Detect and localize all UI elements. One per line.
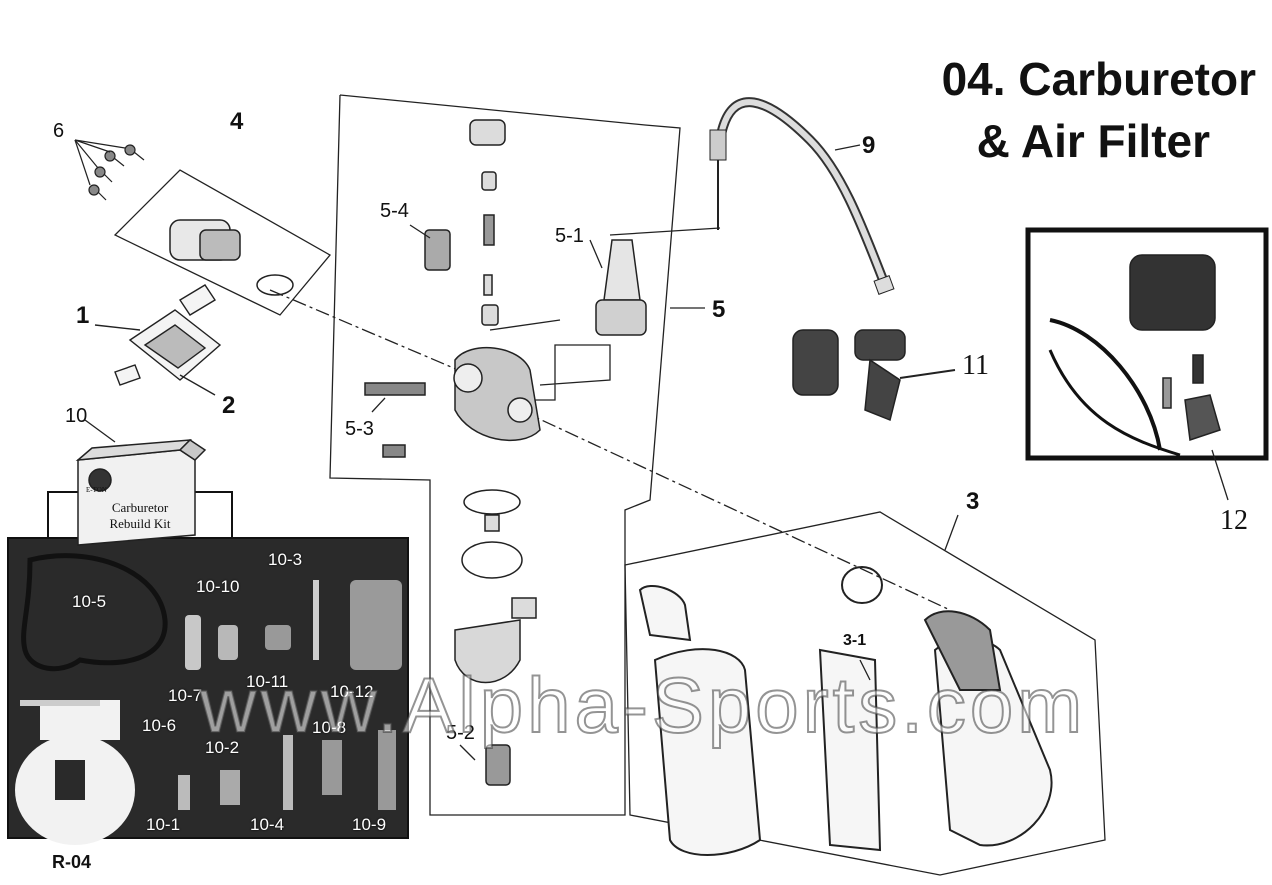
- callout-6: 6: [53, 120, 65, 142]
- section-4-outline: [113, 169, 331, 316]
- kit-label-10-4: 10-4: [250, 815, 285, 834]
- kit-label-10-10: 10-10: [196, 577, 240, 596]
- callout-5-4: 5-4: [380, 200, 409, 222]
- section-3-outline: [624, 511, 1106, 876]
- kit-code: R-04: [52, 852, 92, 872]
- callout-2: 2: [222, 392, 236, 419]
- screws-6: [74, 139, 145, 201]
- kit-label-10-11: 10-11: [246, 672, 289, 691]
- kit-label-10-9: 10-9: [352, 815, 387, 834]
- kit-items: [15, 553, 402, 845]
- callout-5-2: 5-2: [446, 722, 475, 744]
- photo-12-frame: [1025, 227, 1269, 461]
- kit-label-10-3: 10-3: [268, 550, 303, 569]
- callout-11: 11: [962, 350, 989, 381]
- carburetor-parts: [364, 119, 647, 786]
- callout-12: 12: [1220, 505, 1248, 536]
- kit-label-10-1: 10-1: [146, 815, 181, 834]
- section-5-outline: [329, 94, 681, 816]
- diagram-title-line1: 04. Carburetor: [941, 53, 1256, 105]
- kit-label-10-12: 10-12: [330, 682, 374, 701]
- callout-5-1: 5-1: [555, 225, 584, 247]
- callout-9: 9: [862, 132, 876, 159]
- electric-choke-11: [792, 329, 956, 422]
- callout-3-1: 3-1: [843, 632, 867, 649]
- kit-label-10-7: 10-7: [168, 686, 203, 705]
- air-filter-3: [638, 566, 1053, 856]
- callout-4: 4: [230, 108, 244, 135]
- callout-5-3: 5-3: [345, 418, 374, 440]
- callout-1: 1: [76, 302, 90, 329]
- kit-label-10-2: 10-2: [205, 738, 240, 757]
- kit-box: [75, 439, 207, 546]
- kit-label-10-6: 10-6: [142, 716, 177, 735]
- kit-label-10-8: 10-8: [312, 718, 347, 737]
- auto-choke-part-4: [169, 219, 294, 296]
- gasket-10-5: [21, 553, 168, 672]
- callout-10: 10: [65, 405, 88, 427]
- kit-box-label-line1: Carburetor: [111, 500, 169, 515]
- watermark: www.Alpha-Sports.com: [199, 660, 1087, 750]
- kit-brand: E-TON: [86, 486, 107, 494]
- callout-5: 5: [712, 296, 726, 323]
- kit-box-label-line2: Rebuild Kit: [109, 516, 171, 531]
- callout-3: 3: [966, 488, 980, 515]
- kit-label-10-5: 10-5: [72, 592, 107, 611]
- diagram-title-line2: & Air Filter: [976, 115, 1210, 167]
- reed-valve-parts: [94, 284, 222, 396]
- handlebar-switch-12: [1048, 254, 1221, 457]
